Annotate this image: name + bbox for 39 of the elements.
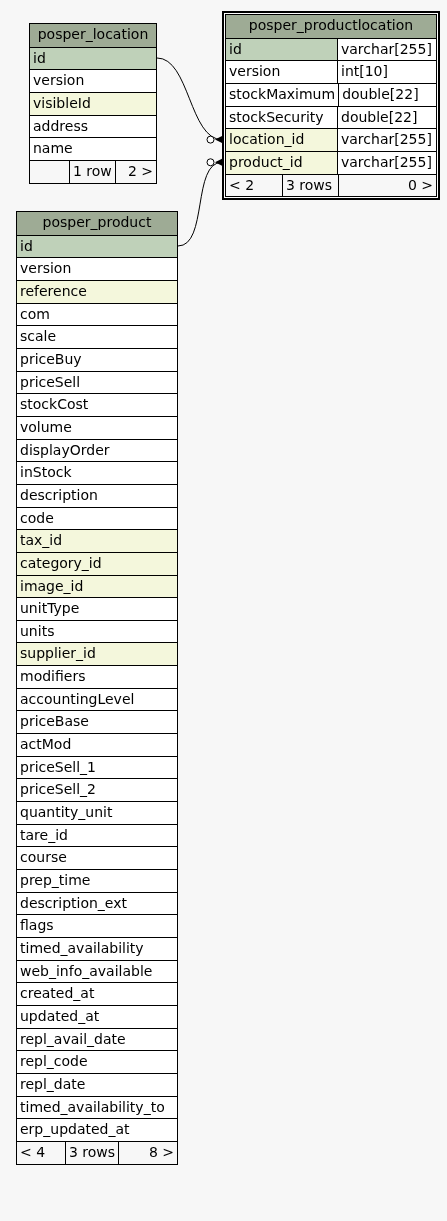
- column-name: id: [17, 234, 177, 258]
- column-name: category_id: [17, 551, 177, 575]
- table-row: [226, 60, 436, 83]
- column-name: stockSecurity: [226, 106, 338, 129]
- database-table: [16, 211, 178, 1165]
- table-row: [226, 37, 436, 61]
- relationship-line: [177, 158, 224, 247]
- database-table: [222, 11, 440, 201]
- column-name: reference: [17, 279, 177, 303]
- child-count: 2 >: [115, 160, 156, 183]
- table-row: [226, 150, 436, 174]
- child-count: 8 >: [118, 1141, 177, 1164]
- row-count: 3 rows: [282, 174, 338, 197]
- table-name: posper_product: [17, 212, 177, 235]
- column-name: id: [226, 38, 338, 61]
- column-name: version: [226, 61, 338, 83]
- column-name: supplier_id: [17, 642, 177, 666]
- column-name: stockMaximum: [226, 83, 340, 106]
- child-count: 0 >: [338, 174, 436, 197]
- relationship-line: [156, 57, 224, 144]
- table-footer: [17, 1140, 177, 1164]
- row-count: 3 rows: [65, 1141, 119, 1164]
- table-name: posper_productlocation: [226, 15, 436, 38]
- parent-count: < 2: [228, 175, 256, 195]
- column-name: visibleId: [30, 91, 156, 115]
- table-name: posper_location: [30, 24, 156, 47]
- column-name: product_id: [226, 151, 338, 174]
- table-row: [226, 105, 436, 129]
- table-footer: [30, 159, 156, 183]
- table-footer: [226, 173, 436, 197]
- column-name: image_id: [17, 574, 177, 598]
- row-count: 1 row: [69, 160, 115, 183]
- parent-count: < 4: [19, 1142, 47, 1162]
- column-name: location_id: [226, 129, 338, 151]
- column-name: id: [30, 46, 156, 70]
- column-name: tax_id: [17, 529, 177, 552]
- table-row: [226, 82, 436, 106]
- database-table: [29, 23, 157, 184]
- table-row: [226, 128, 436, 151]
